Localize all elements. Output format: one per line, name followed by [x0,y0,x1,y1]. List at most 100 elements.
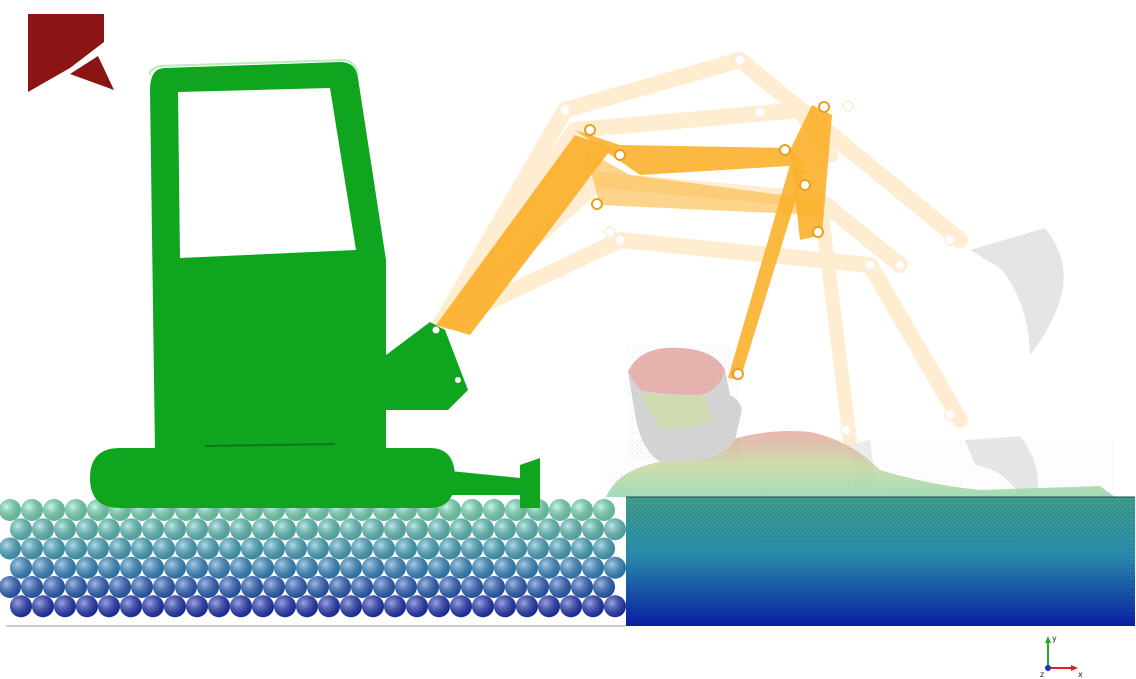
particle-shade [318,518,340,540]
particle-shade [516,518,538,540]
particle-shade [186,595,208,617]
particle-shade [164,518,186,540]
particle-shade [604,595,626,617]
particle-shade [98,518,120,540]
particle-shade [164,557,186,579]
particle-shade [307,576,329,598]
particle-shade [208,518,230,540]
particle-shade [142,518,164,540]
particle-shade [252,557,274,579]
particle-shade [76,557,98,579]
axis-triad: y x z [1040,634,1083,679]
particle-shade [164,595,186,617]
particle-shade [538,557,560,579]
logo [28,14,114,92]
particle-shade [274,595,296,617]
particle-shade [494,595,516,617]
particle-shade [307,538,329,560]
particle-shade [153,538,175,560]
particle-shade [65,538,87,560]
particle-shade [0,538,21,560]
particle-shade [428,518,450,540]
particle-shade [54,557,76,579]
particle-shade [373,538,395,560]
particle-shade [450,595,472,617]
particle-shade [439,538,461,560]
particle-shade [32,557,54,579]
axis-y-label: y [1052,634,1057,643]
particle-shade [296,518,318,540]
particle-shade [252,518,274,540]
particle-shade [428,557,450,579]
particle-shade [76,518,98,540]
particle-shade [230,595,252,617]
particle-shade [120,557,142,579]
particle-shade [582,518,604,540]
particle-shade [483,576,505,598]
particle-shade [54,595,76,617]
particle-shade [340,595,362,617]
particle-shade [208,557,230,579]
particle-shade [593,576,615,598]
fine-particle-bed [626,497,1135,626]
particle-shade [65,576,87,598]
particle-shade [10,518,32,540]
particle-shade [0,576,21,598]
particle-shade [516,557,538,579]
cab-window [178,88,356,258]
particle-shade [109,576,131,598]
particle-shade [395,538,417,560]
particle-shade [604,518,626,540]
particle-shade [21,538,43,560]
particle-shade [318,557,340,579]
particle-shade [318,595,340,617]
excavator-track [90,448,455,508]
particle-shade [549,576,571,598]
particle-shade [197,576,219,598]
particle-shade [43,538,65,560]
particle-shade [483,499,505,521]
particle-shade [296,557,318,579]
particle-shade [54,518,76,540]
particle-shade [516,595,538,617]
particle-shade [560,518,582,540]
particle-shade [483,538,505,560]
bucket [628,345,742,462]
particle-shade [461,499,483,521]
particle-shade [384,595,406,617]
particle-shade [285,576,307,598]
particle-shade [417,538,439,560]
particle-shade [65,499,87,521]
particle-shade [351,538,373,560]
particle-shade [296,595,318,617]
particle-shade [450,518,472,540]
particle-shade [571,499,593,521]
particle-shade [109,538,131,560]
particle-shade [329,576,351,598]
particle-shade [32,595,54,617]
particle-shade [98,595,120,617]
particle-shade [406,595,428,617]
particle-shade [285,538,307,560]
particle-shade [560,595,582,617]
particle-shade [549,499,571,521]
particle-shade [241,576,263,598]
particle-shade [571,576,593,598]
particle-shade [10,595,32,617]
particle-shade [263,576,285,598]
particle-shade [362,557,384,579]
particle-shade [406,518,428,540]
particle-shade [340,557,362,579]
particle-shade [439,576,461,598]
particle-shade [571,538,593,560]
particle-shade [241,538,263,560]
particle-shade [219,576,241,598]
particle-shade [494,518,516,540]
particle-shade [153,576,175,598]
particle-shade [87,576,109,598]
particle-shade [472,518,494,540]
particle-shade [43,499,65,521]
particle-shade [10,557,32,579]
particle-shade [0,499,21,521]
particle-shade [351,576,373,598]
